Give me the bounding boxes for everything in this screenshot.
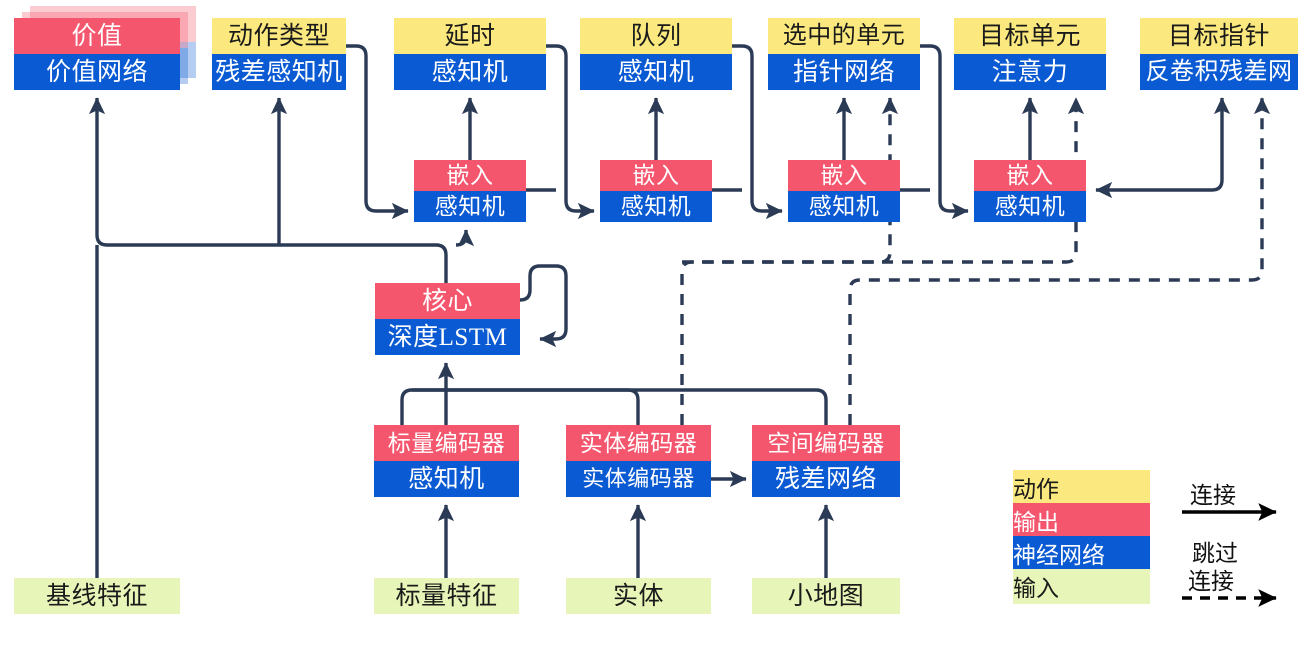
node-value-bottom: 价值网络 — [14, 54, 180, 90]
node-spatial-encoder-top: 空间编码器 — [752, 425, 900, 461]
node-selected-units-top: 选中的单元 — [768, 18, 920, 54]
node-entity-encoder-bottom: 实体编码器 — [566, 461, 711, 497]
node-scalar-encoder[interactable]: 标量编码器 感知机 — [374, 425, 519, 497]
node-scalar-encoder-top: 标量编码器 — [374, 425, 519, 461]
node-delay-bottom: 感知机 — [394, 54, 546, 90]
node-action-type-bottom: 残差感知机 — [212, 54, 346, 90]
node-embed-1-top: 嵌入 — [414, 160, 526, 191]
node-queued[interactable]: 队列 感知机 — [580, 18, 732, 90]
node-embed-2-bottom: 感知机 — [600, 191, 712, 222]
node-embed-1-bottom: 感知机 — [414, 191, 526, 222]
node-minimap-label: 小地图 — [752, 578, 900, 614]
node-embed-4-bottom: 感知机 — [974, 191, 1086, 222]
node-minimap[interactable]: 小地图 — [752, 578, 900, 614]
node-embed-3[interactable]: 嵌入 感知机 — [788, 160, 900, 222]
node-target-unit-top: 目标单元 — [954, 18, 1106, 54]
node-target-point[interactable]: 目标指针 反卷积残差网 — [1140, 18, 1298, 90]
node-target-point-bottom: 反卷积残差网 — [1140, 54, 1298, 90]
node-spatial-encoder-bottom: 残差网络 — [752, 461, 900, 497]
node-selected-units[interactable]: 选中的单元 指针网络 — [768, 18, 920, 90]
legend-skip-label-2: 连接 — [1188, 569, 1234, 594]
node-baseline-features-label: 基线特征 — [14, 578, 180, 614]
node-embed-4-top: 嵌入 — [974, 160, 1086, 191]
node-embed-2-top: 嵌入 — [600, 160, 712, 191]
legend-swatches: 动作 输出 神经网络 输入 — [1013, 470, 1150, 604]
node-scalar-features-label: 标量特征 — [374, 578, 519, 614]
node-value-top: 价值 — [14, 18, 180, 54]
node-embed-1[interactable]: 嵌入 感知机 — [414, 160, 526, 222]
node-target-unit[interactable]: 目标单元 注意力 — [954, 18, 1106, 90]
node-action-type-top: 动作类型 — [212, 18, 346, 54]
node-entities[interactable]: 实体 — [566, 578, 711, 614]
legend-connection-label: 连接 — [1190, 483, 1236, 508]
node-baseline-features[interactable]: 基线特征 — [14, 578, 180, 614]
node-entity-encoder-top: 实体编码器 — [566, 425, 711, 461]
legend-swatch-network: 神经网络 — [1013, 536, 1150, 569]
node-target-point-top: 目标指针 — [1140, 18, 1298, 54]
node-queued-bottom: 感知机 — [580, 54, 732, 90]
legend-skip-label-1: 跳过 — [1192, 541, 1238, 566]
node-delay[interactable]: 延时 感知机 — [394, 18, 546, 90]
node-target-unit-bottom: 注意力 — [954, 54, 1106, 90]
node-embed-3-top: 嵌入 — [788, 160, 900, 191]
node-core[interactable]: 核心 深度LSTM — [375, 283, 520, 355]
node-core-bottom: 深度LSTM — [375, 319, 520, 355]
legend-swatch-action: 动作 — [1013, 470, 1150, 503]
node-delay-top: 延时 — [394, 18, 546, 54]
node-scalar-features[interactable]: 标量特征 — [374, 578, 519, 614]
legend-arrow-group: 连接 跳过 连接 — [1180, 474, 1298, 608]
node-embed-3-bottom: 感知机 — [788, 191, 900, 222]
node-core-top: 核心 — [375, 283, 520, 319]
node-entity-encoder[interactable]: 实体编码器 实体编码器 — [566, 425, 711, 497]
node-value[interactable]: 价值 价值网络 — [14, 18, 180, 90]
legend-arrow-svg — [1182, 503, 1277, 607]
legend-swatch-output: 输出 — [1013, 503, 1150, 536]
node-embed-2[interactable]: 嵌入 感知机 — [600, 160, 712, 222]
node-action-type[interactable]: 动作类型 残差感知机 — [212, 18, 346, 90]
node-scalar-encoder-bottom: 感知机 — [374, 461, 519, 497]
node-entities-label: 实体 — [566, 578, 711, 614]
node-embed-4[interactable]: 嵌入 感知机 — [974, 160, 1086, 222]
node-spatial-encoder[interactable]: 空间编码器 残差网络 — [752, 425, 900, 497]
node-selected-units-bottom: 指针网络 — [768, 54, 920, 90]
legend-swatch-input: 输入 — [1013, 569, 1150, 604]
node-queued-top: 队列 — [580, 18, 732, 54]
